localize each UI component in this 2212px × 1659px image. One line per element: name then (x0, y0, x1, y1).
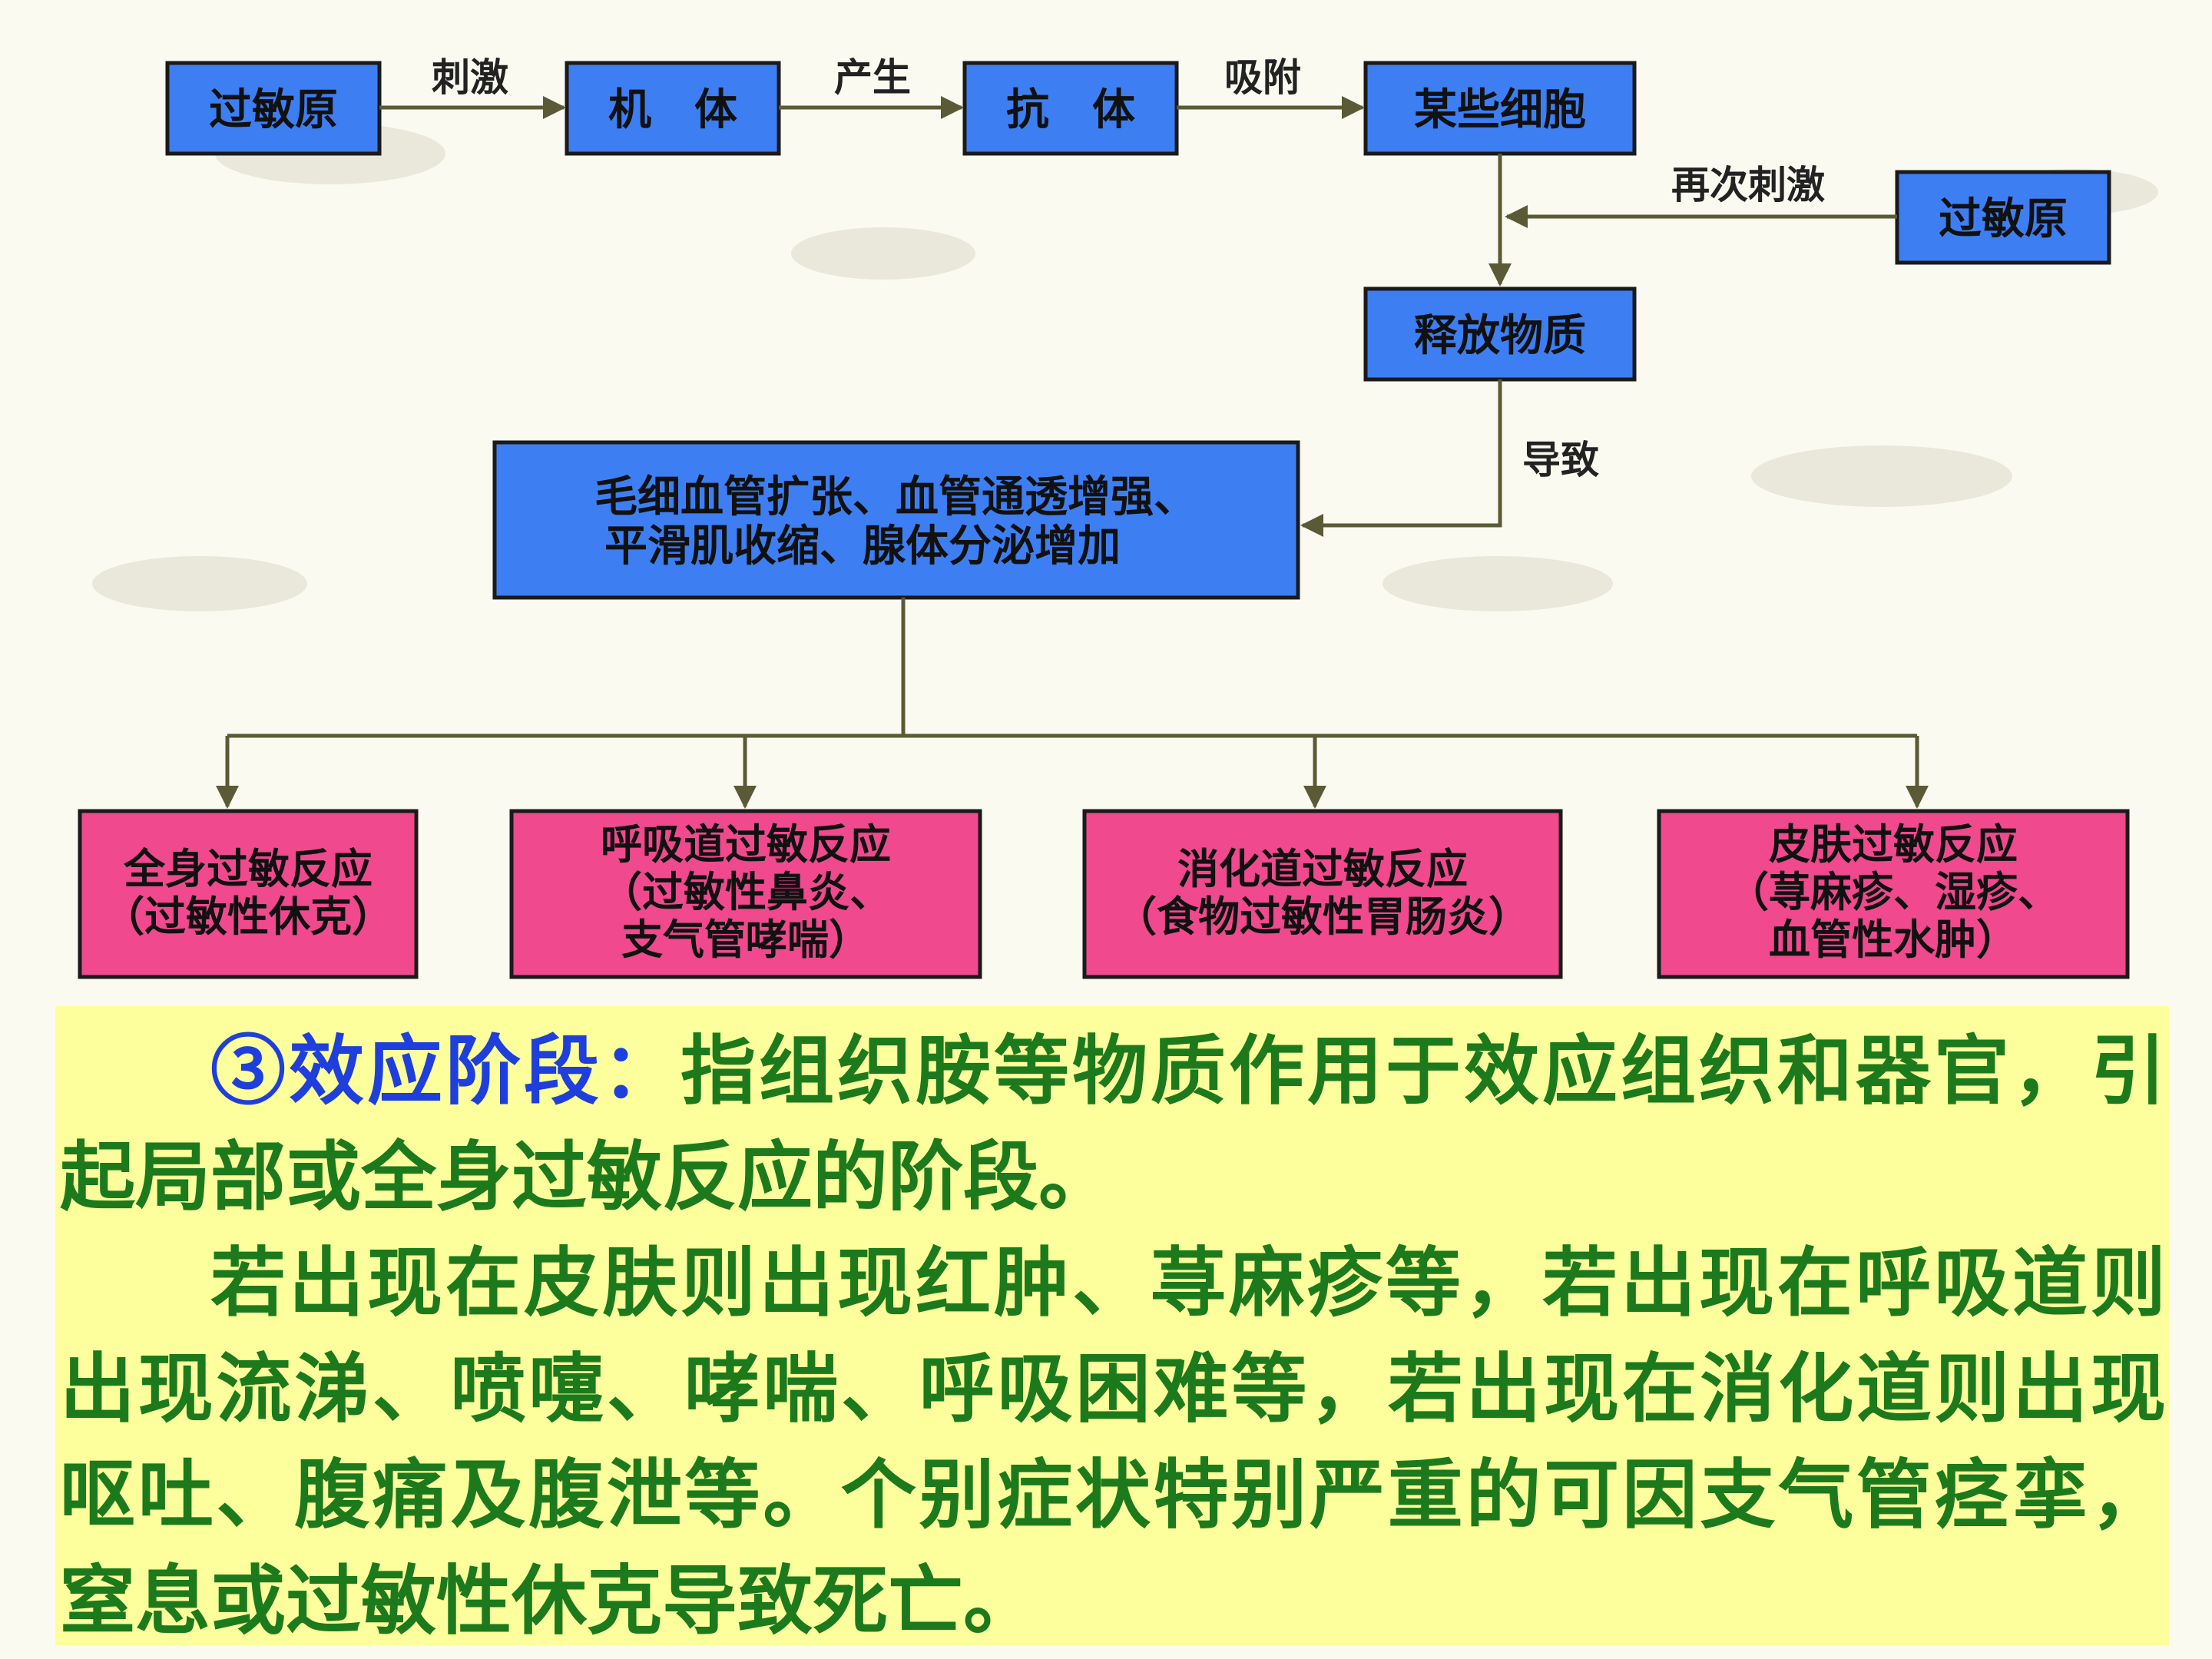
node-respiratory-line3: 支气管哮喘） (621, 915, 870, 964)
node-antibody-label: 抗 体 (1006, 84, 1135, 135)
node-release: 释放物质 (1363, 286, 1637, 382)
node-allergen-1: 过敏原 (165, 61, 382, 156)
node-effects-line2: 平滑肌收缩、腺体分泌增加 (604, 521, 1121, 571)
stage-title: ③效应阶段： (210, 1027, 680, 1115)
node-cells: 某些细胞 (1363, 61, 1637, 156)
branch-connectors (216, 598, 1929, 809)
node-respiratory-line1: 呼吸道过敏反应 (601, 820, 891, 869)
node-systemic-reaction: 全身过敏反应 （过敏性休克） (78, 809, 419, 979)
explanation-panel: ③效应阶段：指组织胺等物质作用于效应组织和器官，引起局部或全身过敏反应的阶段。 … (55, 1006, 2169, 1645)
node-skin-line1: 皮肤过敏反应 (1769, 820, 2018, 869)
node-digestive-line2: （食物过敏性胃肠炎） (1115, 892, 1530, 941)
stage-definition: 指组织胺等物质作用于效应组织和器官，引起局部或全身过敏反应的阶段。 (60, 1027, 2166, 1221)
node-release-label: 释放物质 (1414, 310, 1586, 361)
edge-stimulate-label: 刺激 (432, 55, 508, 100)
node-cells-label: 某些细胞 (1414, 84, 1586, 135)
node-skin-line2: （荨麻疹、湿疹、 (1727, 867, 2059, 916)
node-skin-reaction: 皮肤过敏反应 （荨麻疹、湿疹、 血管性水肿） (1657, 809, 2130, 979)
node-skin-line3: 血管性水肿） (1769, 915, 2018, 964)
node-systemic-line2: （过敏性休克） (103, 892, 393, 941)
node-respiratory-reaction: 呼吸道过敏反应 （过敏性鼻炎、 支气管哮喘） (509, 809, 982, 979)
allergy-flow-diagram: 过敏原 机 体 抗 体 某些细胞 刺激 产生 吸附 过敏原 再次刺激 释放物质 … (78, 55, 2158, 979)
paragraph-symptoms: 若出现在皮肤则出现红肿、荨麻疹等，若出现在呼吸道则出现流涕、喷嚏、哮喘、呼吸困难… (60, 1239, 2166, 1645)
node-body-label: 机 体 (608, 84, 737, 135)
node-effects: 毛细血管扩张、血管通透增强、 平滑肌收缩、腺体分泌增加 (492, 440, 1300, 600)
node-allergen-2-label: 过敏原 (1939, 194, 2068, 244)
node-allergen-1-label: 过敏原 (209, 84, 338, 135)
edge-cause-label: 导致 (1522, 437, 1599, 482)
node-effects-line1: 毛细血管扩张、血管通透增强、 (594, 472, 1197, 522)
node-digestive-line1: 消化道过敏反应 (1177, 844, 1468, 893)
paragraph-effect-stage: ③效应阶段：指组织胺等物质作用于效应组织和器官，引起局部或全身过敏反应的阶段。 (60, 1018, 2166, 1230)
node-digestive-reaction: 消化道过敏反应 （食物过敏性胃肠炎） (1082, 809, 1563, 979)
node-systemic-line1: 全身过敏反应 (123, 844, 373, 893)
node-body: 机 体 (565, 61, 781, 156)
edge-restimulate-label: 再次刺激 (1671, 162, 1825, 207)
edge-produce-label: 产生 (834, 55, 911, 100)
edge-adsorb-label: 吸附 (1224, 55, 1301, 100)
node-respiratory-line2: （过敏性鼻炎、 (601, 867, 891, 916)
edge-cause-arrow (1300, 379, 1502, 537)
node-allergen-2: 过敏原 (1895, 170, 2111, 265)
node-antibody: 抗 体 (962, 61, 1179, 156)
